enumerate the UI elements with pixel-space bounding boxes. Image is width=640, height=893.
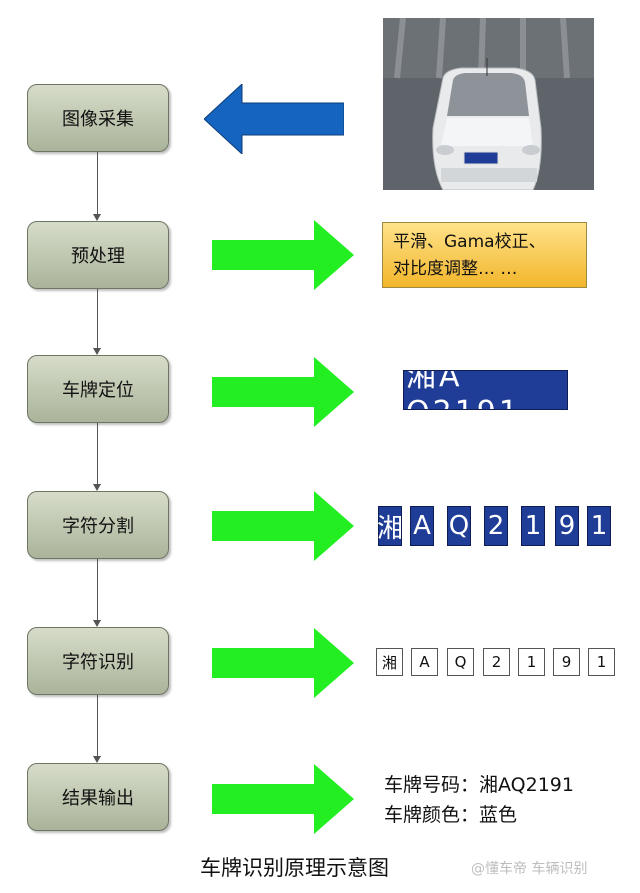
recognized-char: Q: [447, 648, 474, 676]
plate-text: 湘A Q2191: [406, 370, 518, 409]
step-result-output: 结果输出: [27, 763, 169, 831]
step-preprocess: 预处理: [27, 221, 169, 289]
step-image-capture: 图像采集: [27, 84, 169, 152]
step-char-segmentation: 字符分割: [27, 491, 169, 559]
located-plate: 湘A Q2191: [403, 370, 568, 410]
result-plate-color: 车牌颜色：蓝色: [384, 804, 518, 826]
car-photo: [383, 18, 594, 190]
green-right-arrow-icon: [212, 764, 354, 834]
recognized-char: 1: [518, 648, 545, 676]
preprocess-line-1: 平滑、Gama校正、: [393, 232, 546, 252]
recognized-char: 湘: [376, 648, 403, 676]
connector-arrow: [93, 695, 101, 763]
recognized-char: 9: [553, 648, 580, 676]
connector-arrow: [93, 152, 101, 221]
step-char-recognition: 字符识别: [27, 627, 169, 695]
result-plate-number: 车牌号码：湘AQ2191: [384, 774, 574, 796]
recognized-char: 2: [483, 648, 510, 676]
green-right-arrow-icon: [212, 220, 354, 290]
step-label: 字符分割: [62, 516, 134, 537]
segmented-char: 2: [484, 506, 508, 546]
preprocess-line-2: 对比度调整… …: [393, 259, 518, 279]
segmented-char: 1: [521, 506, 545, 546]
step-label: 字符识别: [62, 652, 134, 673]
segmented-char: 9: [555, 506, 579, 546]
green-right-arrow-icon: [212, 628, 354, 698]
recognized-char: A: [411, 648, 438, 676]
step-plate-location: 车牌定位: [27, 355, 169, 423]
connector-arrow: [93, 559, 101, 627]
blue-left-arrow-icon: [204, 84, 344, 154]
segmented-char: A: [410, 506, 434, 546]
connector-arrow: [93, 423, 101, 491]
car-image: [383, 18, 594, 190]
segmented-char: 湘: [377, 506, 403, 546]
recognized-char: 1: [588, 648, 615, 676]
green-right-arrow-icon: [212, 491, 354, 561]
preprocess-description-box: 平滑、Gama校正、 对比度调整… …: [382, 222, 587, 288]
watermark: @懂车帝 车辆识别: [471, 861, 588, 877]
step-label: 预处理: [71, 246, 125, 267]
step-label: 图像采集: [62, 109, 134, 130]
segmented-char: Q: [447, 506, 471, 546]
step-label: 结果输出: [62, 788, 134, 809]
connector-arrow: [93, 289, 101, 355]
segmented-char: 1: [587, 506, 611, 546]
diagram-caption: 车牌识别原理示意图: [200, 856, 389, 880]
step-label: 车牌定位: [62, 380, 134, 401]
green-right-arrow-icon: [212, 357, 354, 427]
